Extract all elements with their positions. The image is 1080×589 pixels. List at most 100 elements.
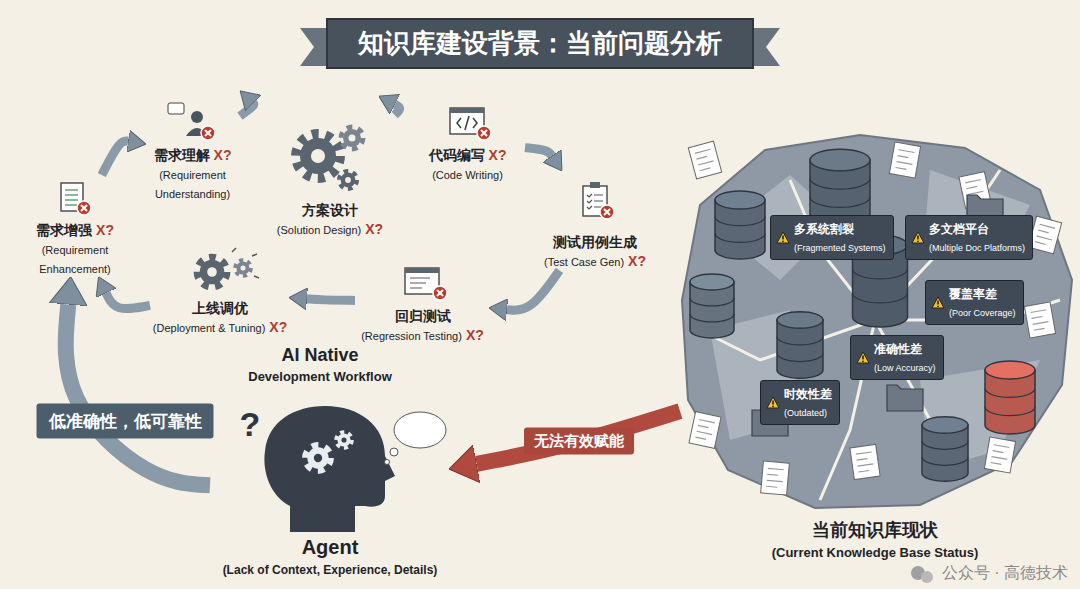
thought-dot	[390, 448, 398, 456]
document-icon	[1028, 216, 1061, 254]
paper-line	[767, 474, 778, 476]
gear-icon	[339, 171, 357, 189]
paper	[1028, 216, 1061, 254]
error-cross	[604, 209, 610, 215]
error-dot	[201, 126, 215, 140]
paper-line	[65, 204, 78, 205]
gear-teeth	[235, 260, 251, 276]
text-row: (Poor Coverage)	[949, 302, 1016, 320]
check-line	[587, 200, 603, 203]
step-subtitle: (Deployment & Tuning)	[153, 322, 266, 334]
paper-line	[965, 180, 981, 183]
issue-subtitle: (Fragmented Systems)	[794, 243, 886, 253]
gear-body	[337, 433, 350, 446]
flow-arrow	[477, 411, 680, 464]
text-row: 上线调优	[150, 298, 290, 317]
crack-lines	[700, 170, 1060, 500]
text-row: 多文档平台	[929, 219, 1025, 237]
warning-tag: 时效性差(Outdated)	[760, 380, 840, 425]
paper-line	[856, 452, 872, 454]
paper-line	[768, 468, 784, 469]
workflow-title: AI Native	[281, 345, 358, 366]
error-flag: X?	[628, 253, 646, 269]
document-icon	[1024, 302, 1055, 338]
text-row: (Deployment & Tuning)X?	[150, 317, 290, 336]
paper-line	[1036, 236, 1051, 240]
database-band	[810, 197, 870, 208]
database-band	[853, 269, 908, 279]
document-icon	[889, 142, 920, 178]
database-band	[690, 298, 734, 306]
error-mark	[477, 126, 491, 140]
text-row: 时效性差	[784, 384, 832, 402]
error-dot	[77, 201, 91, 215]
paper-line	[699, 420, 715, 423]
gear-icon	[296, 134, 340, 178]
error-cross	[81, 205, 87, 211]
paper	[689, 412, 721, 449]
error-cross	[481, 130, 487, 136]
text-line	[410, 287, 422, 288]
text-row: 方案设计	[265, 200, 395, 219]
database-band	[715, 233, 765, 242]
database-band	[922, 457, 968, 465]
title-banner: 知识库建设背景：当前问题分析	[326, 18, 754, 69]
text-row: 代码编写X?	[410, 145, 525, 164]
database-top	[985, 361, 1035, 379]
gear-body	[236, 261, 249, 274]
folder-icon	[887, 385, 923, 411]
step-name: 上线调优	[192, 300, 248, 316]
gear-body	[300, 138, 336, 174]
database-band	[715, 217, 765, 226]
text-row: (Solution Design)X?	[265, 219, 395, 238]
workflow-step: 回归测试(Regression Testing)X?	[355, 258, 490, 344]
gear-teeth	[305, 445, 331, 471]
document-icon	[984, 437, 1015, 473]
chat-bubble	[168, 103, 184, 114]
text-row: 回归测试	[355, 306, 490, 325]
error-flag: X?	[214, 147, 232, 163]
database-band	[777, 353, 823, 361]
error-dot	[433, 286, 447, 300]
gear-hole	[240, 265, 245, 270]
error-dot	[600, 205, 614, 219]
database-band	[985, 388, 1035, 397]
flow-arrow	[507, 270, 560, 310]
gear-teeth	[336, 432, 352, 448]
section-heading: 当前知识库现状	[812, 520, 938, 540]
tag-text: 时效性差(Outdated)	[784, 384, 832, 421]
document-icon	[688, 141, 721, 179]
text-row: (Test Case Gen)X?	[535, 251, 655, 270]
warning-dot	[937, 305, 939, 307]
text-row: (Fragmented Systems)	[794, 237, 886, 255]
step-name: 需求增强	[36, 222, 92, 238]
text-row: (Current Knowledge Base Status)	[680, 542, 1070, 561]
text-line	[410, 277, 430, 278]
document-icon	[689, 412, 721, 449]
flow-arrow	[106, 293, 150, 309]
error-mark	[433, 286, 447, 300]
knowledge-cluster	[682, 135, 1072, 508]
issue-name: 多文档平台	[929, 222, 989, 236]
text-row: 当前知识库现状	[680, 520, 1070, 542]
gear-body	[343, 129, 361, 147]
edge-label: 低准确性，低可靠性	[37, 404, 214, 439]
paper-line	[967, 186, 978, 188]
paper	[761, 461, 790, 495]
paper-line	[992, 457, 1008, 460]
paper-line	[695, 437, 706, 439]
text-row: 需求增强X?	[15, 220, 135, 239]
step-name: 需求理解	[154, 147, 210, 163]
warning-bar	[937, 300, 939, 304]
paper-line	[697, 431, 713, 434]
flow-arrow	[102, 141, 128, 175]
paper-line	[858, 470, 869, 472]
flow-arrow	[240, 103, 254, 116]
spark-lines	[232, 248, 259, 278]
gear-icon	[341, 127, 363, 149]
text-row: (Regression Testing)X?	[355, 325, 490, 344]
thought-dot	[385, 460, 390, 465]
text-row: 准确性差	[874, 339, 936, 357]
paper-line	[695, 149, 710, 153]
